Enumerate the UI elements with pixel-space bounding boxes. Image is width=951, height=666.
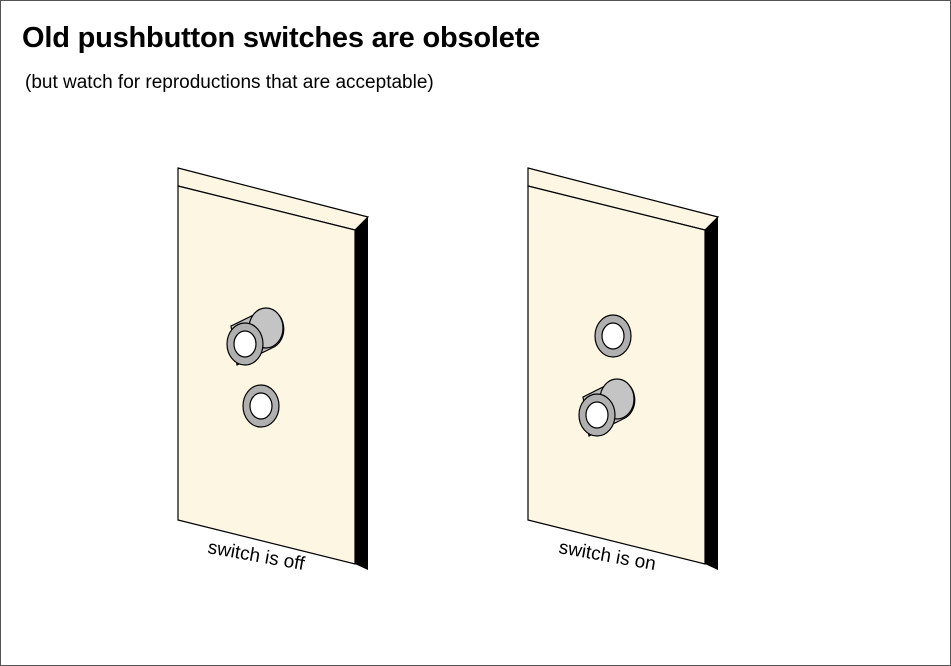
plate-face: [177, 185, 356, 565]
plate-side-edge: [705, 217, 718, 570]
plate-side-edge: [355, 217, 368, 570]
page-title: Old pushbutton switches are obsolete: [22, 22, 541, 54]
page-subtitle: (but watch for reproductions that are ac…: [25, 72, 434, 93]
switch-plate-off: switch is off: [177, 167, 370, 575]
flush-button: [242, 384, 280, 428]
plate-face: [527, 185, 706, 565]
raised-button: [578, 378, 636, 437]
raised-button: [226, 307, 285, 366]
switch-plate-on: switch is on: [527, 167, 720, 575]
flush-button: [594, 314, 632, 358]
